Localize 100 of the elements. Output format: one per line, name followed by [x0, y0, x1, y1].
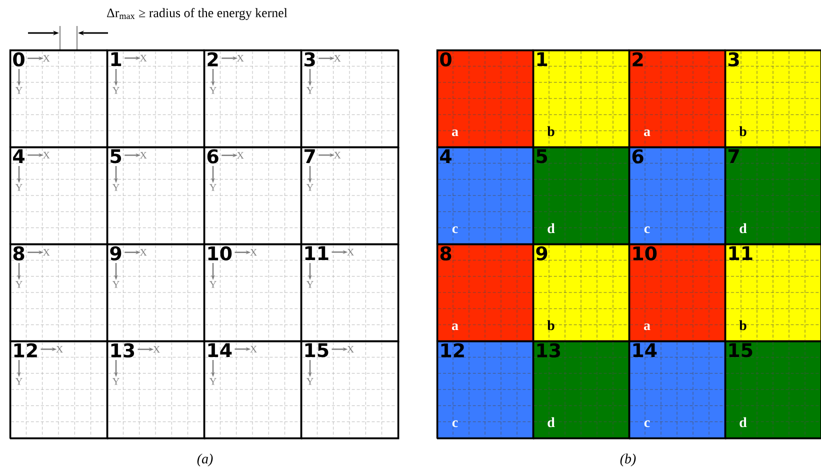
- cell-letter: d: [740, 417, 747, 428]
- cell-number: 13: [111, 343, 134, 358]
- axis-direction-drawing: X: [332, 248, 354, 256]
- grid-cell: [300, 49, 400, 148]
- axis-direction-drawing: Y: [112, 69, 120, 94]
- cell-letter: c: [452, 420, 458, 428]
- cell-letter: a: [644, 323, 650, 330]
- cell-letter: c: [644, 226, 650, 234]
- axis-direction-drawing: X: [234, 249, 257, 256]
- cell-letter: c: [452, 226, 458, 234]
- grid-cell: [9, 340, 108, 440]
- panel-caption: (b): [620, 454, 636, 466]
- cell-number: 2: [632, 52, 643, 66]
- axis-direction-drawing: X: [28, 249, 50, 256]
- cell-number: 8: [13, 246, 24, 260]
- cell-letter: a: [452, 129, 458, 136]
- axis-direction-drawing: Y: [112, 360, 120, 385]
- grid-cell: [106, 340, 206, 440]
- axis-direction-drawing: Y: [112, 263, 120, 288]
- cell-letter: b: [547, 126, 554, 136]
- cell-number: 3: [304, 52, 315, 66]
- grid-cell: [628, 146, 726, 246]
- cell-number: 9: [110, 246, 122, 260]
- grid-cell: [106, 146, 206, 246]
- axis-direction-drawing: X: [28, 152, 50, 158]
- cell-number: 11: [729, 246, 752, 260]
- grid-cell: [724, 146, 821, 246]
- grid-cell: [436, 340, 534, 440]
- axis-direction-drawing: X: [318, 152, 341, 158]
- grid-cell: [628, 49, 726, 148]
- axis-direction-drawing: X: [234, 346, 257, 352]
- cell-number: 1: [111, 52, 122, 66]
- grid-cell: [628, 243, 726, 342]
- axis-direction-drawing: Y: [16, 69, 22, 94]
- grid-cell: [300, 243, 400, 342]
- axis-direction-drawing: X: [124, 152, 147, 158]
- grid-cell: [436, 49, 534, 148]
- cell-number: 10: [208, 246, 232, 260]
- cell-letter: b: [739, 320, 746, 330]
- cell-number: 15: [305, 343, 328, 358]
- grid-cell: [724, 340, 821, 440]
- axis-direction-drawing: Y: [210, 263, 216, 288]
- cell-number: 5: [110, 149, 122, 164]
- axis-direction-drawing: Y: [306, 69, 314, 94]
- cell-number: 11: [305, 246, 328, 260]
- axis-direction-drawing: Y: [210, 360, 216, 385]
- cell-number: 4: [440, 149, 452, 163]
- cell-number: 8: [440, 246, 452, 260]
- axis-direction-drawing: Y: [306, 360, 314, 385]
- grid-cell: [300, 146, 400, 246]
- axis-direction-drawing: Y: [16, 166, 22, 191]
- cell-letter: d: [740, 223, 747, 234]
- axis-direction-drawing: X: [138, 346, 160, 353]
- axis-direction-drawing: Y: [306, 263, 314, 288]
- grid-cell: [532, 243, 630, 342]
- grid-cell: [203, 243, 302, 342]
- cell-letter: b: [547, 320, 554, 330]
- grid-cell: [9, 243, 108, 342]
- axis-direction-drawing: Y: [210, 69, 216, 94]
- cell-letter: d: [548, 417, 555, 428]
- cell-number: 4: [13, 149, 24, 163]
- dimension-label: Δr$_{max}$ ≥ radius of the energy kernel: [107, 8, 288, 20]
- axis-direction-drawing: Y: [306, 166, 314, 191]
- axis-direction-drawing: X: [124, 249, 147, 256]
- cell-number: 12: [14, 343, 37, 358]
- grid-cell: [628, 340, 726, 440]
- cell-number: 1: [537, 52, 548, 66]
- cell-letter: c: [644, 420, 650, 428]
- grid-cell: [203, 49, 302, 148]
- cell-number: 7: [304, 149, 315, 163]
- grid-cell: [203, 146, 302, 246]
- axis-direction-drawing: Y: [210, 166, 216, 191]
- grid-cell: [724, 49, 821, 148]
- cell-number: 14: [633, 343, 657, 357]
- cell-number: 0: [440, 52, 452, 66]
- cell-number: 13: [537, 343, 560, 358]
- cell-letter: a: [644, 129, 650, 136]
- cell-number: 10: [633, 246, 657, 260]
- grid-cell: [9, 146, 108, 246]
- grid-cell: [724, 243, 821, 342]
- cell-letter: b: [739, 126, 746, 136]
- cell-number: 0: [13, 52, 24, 66]
- grid-cell: [532, 49, 630, 148]
- cell-number: 15: [729, 343, 752, 358]
- grid-cell: [436, 243, 534, 342]
- cell-letter: a: [452, 323, 458, 330]
- grid-cell: [532, 146, 630, 246]
- axis-direction-drawing: X: [28, 55, 50, 62]
- grid-cell: [300, 340, 400, 440]
- axis-direction-drawing: X: [332, 346, 354, 352]
- grid-cell: [106, 243, 206, 342]
- axis-direction-drawing: Y: [16, 360, 22, 385]
- cell-number: 9: [536, 246, 548, 260]
- axis-direction-drawing: Y: [112, 166, 120, 191]
- axis-direction-drawing: X: [318, 55, 341, 62]
- cell-letter: d: [548, 223, 555, 234]
- grid-cell: [532, 340, 630, 440]
- axis-direction-drawing: Y: [16, 263, 22, 288]
- grid-cell: [436, 146, 534, 246]
- axis-direction-drawing: X: [222, 54, 244, 62]
